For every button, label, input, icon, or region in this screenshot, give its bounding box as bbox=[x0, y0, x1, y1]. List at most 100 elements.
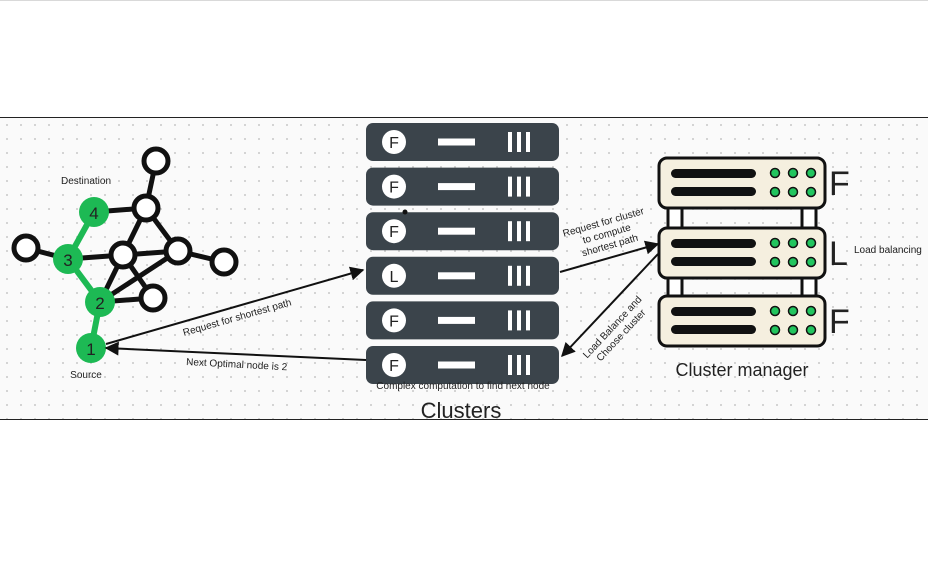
server-unit: F bbox=[366, 212, 559, 251]
graph-node bbox=[163, 236, 193, 266]
server-letter: F bbox=[389, 313, 399, 330]
manager-unit: F bbox=[657, 294, 850, 348]
manager-led bbox=[805, 167, 817, 179]
manager-bar bbox=[671, 187, 756, 196]
server-unit: F bbox=[366, 123, 559, 161]
server-vent bbox=[526, 265, 530, 286]
manager-led bbox=[787, 305, 799, 317]
server-vent bbox=[508, 310, 512, 331]
manager-unit: L bbox=[657, 226, 848, 280]
graph-node bbox=[108, 240, 138, 270]
manager-led bbox=[805, 237, 817, 249]
server-unit: L bbox=[366, 256, 559, 295]
graph-edges bbox=[23, 158, 227, 305]
graph-node bbox=[209, 247, 239, 277]
server-vent bbox=[517, 355, 521, 375]
server-unit: F bbox=[366, 301, 559, 340]
load-balance-label: Load Balance and Choose cluster bbox=[581, 294, 649, 364]
manager-unit-letter: L bbox=[829, 235, 848, 273]
manager-units: FLF bbox=[657, 156, 850, 348]
server-vent bbox=[517, 265, 521, 286]
manager-led bbox=[769, 324, 781, 336]
path-node-1: 1 bbox=[76, 333, 106, 363]
manager-led bbox=[805, 256, 817, 268]
manager-led bbox=[787, 237, 799, 249]
graph-node bbox=[141, 146, 171, 176]
manager-led bbox=[787, 186, 799, 198]
shortest-path bbox=[65, 209, 103, 351]
manager-unit: F bbox=[657, 156, 850, 210]
server-unit: F bbox=[366, 346, 559, 384]
node-1-label: 1 bbox=[86, 340, 95, 359]
manager-unit-letter: F bbox=[829, 165, 850, 203]
node-2-label: 2 bbox=[95, 294, 104, 313]
arrow-load-balance bbox=[561, 253, 659, 358]
manager-led bbox=[805, 324, 817, 336]
server-unit: F bbox=[366, 167, 559, 206]
arrow-request-cluster bbox=[559, 240, 660, 273]
manager-led bbox=[787, 256, 799, 268]
graph-node bbox=[11, 233, 41, 263]
graph-node bbox=[138, 283, 168, 313]
manager-unit-body bbox=[657, 156, 827, 210]
server-badge bbox=[382, 219, 406, 244]
manager-unit-body bbox=[657, 226, 827, 280]
graph-node bbox=[131, 193, 161, 223]
destination-label: Destination bbox=[61, 176, 111, 187]
server-vent bbox=[517, 310, 521, 331]
path-node-2: 2 bbox=[85, 287, 115, 317]
manager-led bbox=[805, 305, 817, 317]
server-vent bbox=[517, 132, 521, 152]
server-badge bbox=[382, 174, 406, 199]
server-slot bbox=[438, 272, 475, 280]
manager-bar bbox=[671, 325, 756, 334]
server-letter: L bbox=[390, 269, 399, 286]
clusters-caption: Complex computation to find next node bbox=[376, 381, 550, 392]
path-node-4: 4 bbox=[79, 197, 109, 227]
server-vent bbox=[508, 132, 512, 152]
server-letter: F bbox=[389, 358, 399, 375]
server-slot bbox=[438, 227, 475, 235]
graph-edge bbox=[97, 248, 181, 305]
server-slot bbox=[438, 138, 475, 146]
node-4-label: 4 bbox=[89, 204, 98, 223]
manager-led bbox=[769, 237, 781, 249]
arrow-next-optimal-node bbox=[104, 341, 367, 361]
manager-bar bbox=[671, 169, 756, 178]
server-letter: F bbox=[389, 135, 399, 152]
server-vent bbox=[508, 355, 512, 375]
server-vent bbox=[508, 265, 512, 286]
arrows bbox=[104, 240, 660, 361]
server-vent bbox=[508, 176, 512, 197]
manager-bar bbox=[671, 239, 756, 248]
top-border-line bbox=[0, 0, 928, 1]
path-node-3: 3 bbox=[53, 244, 83, 274]
manager-led bbox=[787, 324, 799, 336]
server-vent bbox=[517, 221, 521, 242]
arrow-request-shortest-path bbox=[105, 266, 365, 345]
manager-led bbox=[769, 167, 781, 179]
manager-bar bbox=[671, 257, 756, 266]
server-badge bbox=[382, 353, 406, 377]
manager-led bbox=[769, 186, 781, 198]
server-vent bbox=[517, 176, 521, 197]
request-cluster-label: Request for cluster to compute shortest … bbox=[562, 206, 646, 259]
manager-unit-body bbox=[657, 294, 827, 348]
graph: 4 3 2 1 Destination Source bbox=[11, 146, 239, 381]
server-badge bbox=[382, 263, 406, 288]
manager-led bbox=[787, 167, 799, 179]
load-balancing-label: Load balancing bbox=[854, 245, 922, 256]
manager-led bbox=[769, 305, 781, 317]
server-vent bbox=[526, 355, 530, 375]
server-vent bbox=[526, 132, 530, 152]
manager-led bbox=[805, 186, 817, 198]
server-slot bbox=[438, 361, 475, 369]
server-letter: F bbox=[389, 180, 399, 197]
stray-dot bbox=[402, 209, 408, 215]
cluster-manager-title: Cluster manager bbox=[675, 360, 808, 380]
server-badge bbox=[382, 130, 406, 154]
graph-nodes bbox=[11, 146, 239, 313]
server-vent bbox=[526, 221, 530, 242]
